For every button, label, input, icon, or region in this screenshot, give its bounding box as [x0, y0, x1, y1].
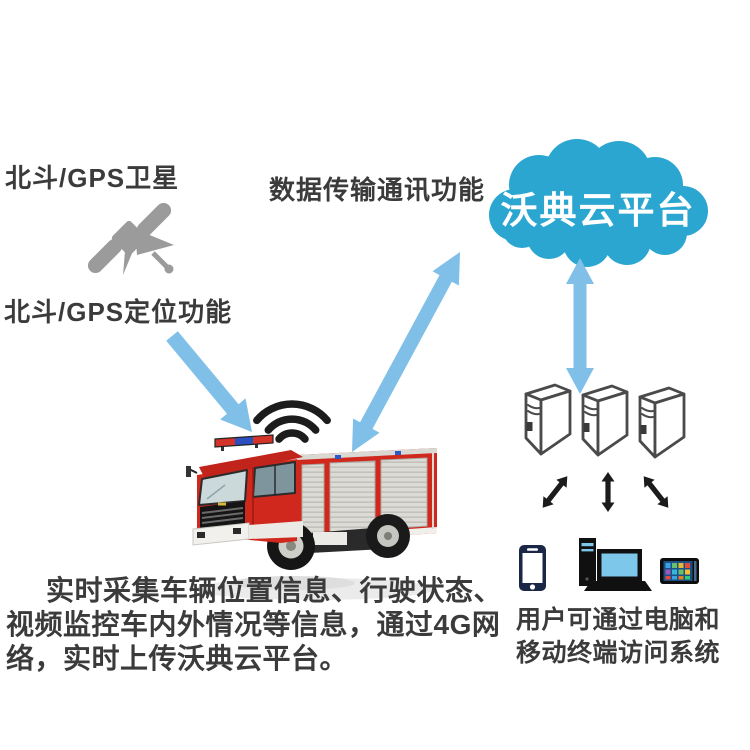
truck-lightbar: [214, 434, 274, 451]
satellite-icon: [87, 202, 174, 275]
tablet-icon: [660, 558, 699, 584]
server-towers-icon: [524, 383, 686, 459]
desktop-computer-icon: [579, 538, 652, 591]
description-line-3: 络，实时上传沃典云平台。: [6, 643, 349, 674]
server-tower: [524, 383, 572, 456]
access-text: 用户可通过电脑和 移动终端访问系统: [516, 604, 720, 670]
description-text: 实时采集车辆位置信息、行驶状态、 视频监控车内外情况等信息，通过4G网 络，实时…: [6, 574, 511, 676]
access-line-2: 移动终端访问系统: [516, 639, 721, 667]
servers-to-devices-arrows-icon: [542, 472, 669, 512]
server-tower: [581, 384, 629, 457]
arrow-gps-to-truck-icon: [166, 331, 252, 432]
wifi-signal-icon: [253, 400, 331, 443]
fire-truck-image: [186, 434, 437, 600]
server-tower: [638, 386, 686, 459]
positioning-label: 北斗/GPS定位功能: [4, 297, 233, 327]
description-line-1: 实时采集车辆位置信息、行驶状态、: [46, 575, 503, 606]
user-devices-icons: [519, 538, 699, 591]
arrow-cloud-servers-icon: [566, 258, 594, 394]
satellite-label: 北斗/GPS卫星: [5, 163, 180, 193]
arrow-truck-cloud-icon: [352, 252, 460, 452]
transmission-label: 数据传输通讯功能: [269, 175, 486, 205]
cloud-platform-label: 沃典云平台: [501, 190, 696, 231]
smartphone-icon: [519, 545, 546, 591]
access-line-1: 用户可通过电脑和: [516, 606, 721, 634]
description-line-2: 视频监控车内外情况等信息，通过4G网: [6, 609, 501, 640]
truck-cab: [186, 450, 303, 546]
cloud-shape: 沃典云平台: [489, 139, 708, 267]
